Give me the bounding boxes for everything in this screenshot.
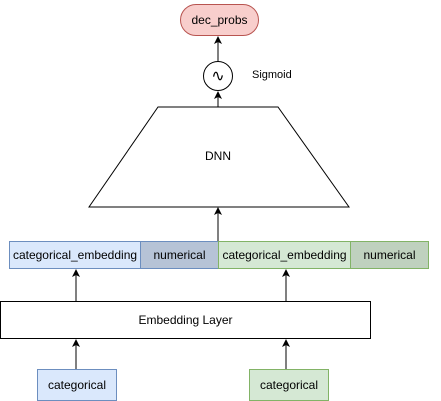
categorical-input-left: categorical — [37, 369, 117, 401]
categorical-input-right: categorical — [249, 369, 329, 401]
sigmoid-label: Sigmoid — [252, 69, 292, 81]
categorical-embedding-segment-left: categorical_embedding — [9, 241, 141, 269]
embedding-layer-box: Embedding Layer — [0, 301, 371, 339]
sigmoid-icon: ∿ — [203, 61, 233, 91]
dnn-label: DNN — [205, 149, 231, 163]
numerical-segment-left: numerical — [140, 241, 219, 269]
dnn-trapezoid — [88, 106, 350, 208]
numerical-segment-right: numerical — [350, 241, 429, 269]
dec-probs-node: dec_probs — [180, 4, 259, 36]
categorical-embedding-segment-right: categorical_embedding — [218, 241, 351, 269]
